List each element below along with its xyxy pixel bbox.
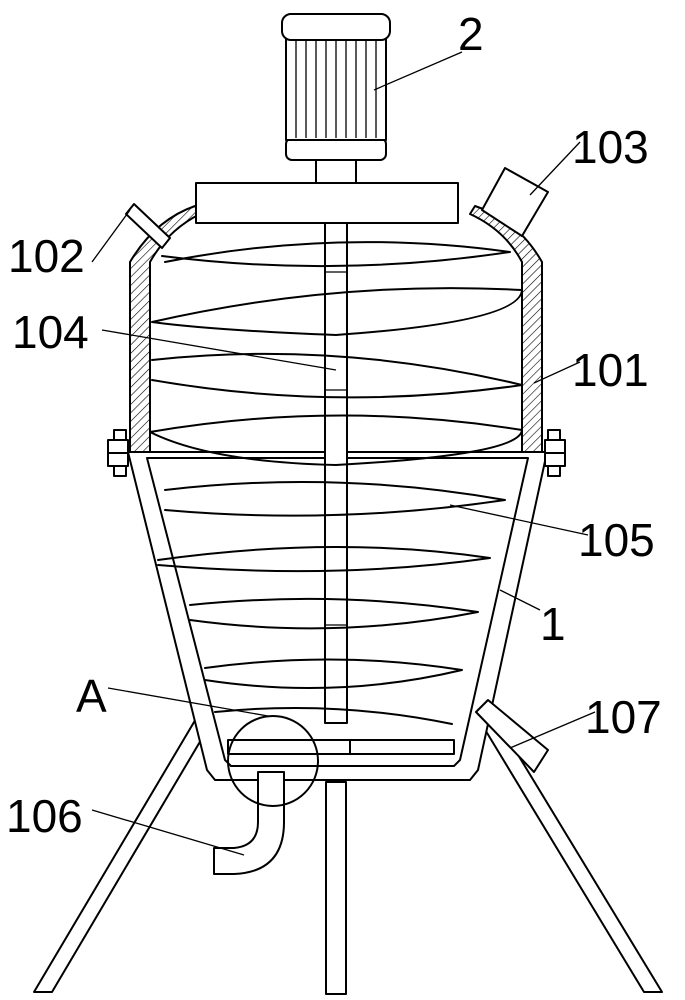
right-leg (477, 711, 663, 993)
label-motor: 2 (458, 8, 484, 60)
leader-helical-blade (449, 504, 589, 536)
leader-lower-shell (499, 589, 541, 611)
flange-bolt-left (107, 429, 129, 477)
support-legs (33, 711, 663, 995)
leader-discharge-right (509, 711, 596, 749)
lower-shell-inner (146, 457, 529, 767)
inlet-port-left (125, 203, 171, 249)
flange-bolt-right (544, 429, 566, 477)
motor-base (285, 137, 387, 161)
motor-cap (281, 13, 391, 41)
left-leg (33, 711, 215, 993)
inlet-port-right (481, 167, 549, 237)
label-discharge-left: 106 (6, 790, 83, 842)
label-lower-shell: 1 (540, 598, 566, 650)
leader-motor (373, 51, 463, 91)
stirring-shaft (324, 222, 348, 724)
detail-circle-a (227, 715, 319, 807)
motor-coupling (315, 157, 357, 184)
center-leg (325, 781, 347, 995)
helical-blade (149, 241, 523, 725)
leader-lines (91, 51, 596, 856)
label-discharge-right: 107 (585, 691, 662, 743)
motor (281, 13, 391, 184)
label-upper-shell: 101 (572, 344, 649, 396)
top-cover-plate (195, 182, 459, 224)
labels: 2 103 102 104 101 105 1 A 107 106 (6, 8, 662, 842)
leader-detail-a (107, 687, 269, 717)
discharge-pipe-left (213, 771, 285, 875)
leader-port-left (91, 209, 131, 263)
label-port-top-left: 102 (8, 230, 85, 282)
leader-discharge-left (91, 809, 245, 856)
label-helical-blade: 105 (578, 514, 655, 566)
label-port-top-right: 103 (572, 121, 649, 173)
motor-fins (295, 40, 377, 138)
label-detail-a: A (76, 670, 107, 722)
bottom-plate (227, 739, 455, 755)
leader-shaft (101, 329, 337, 371)
discharge-outlet-right (475, 699, 549, 773)
leader-port-right (529, 141, 581, 196)
leader-upper-shell (533, 361, 581, 384)
label-shaft: 104 (12, 306, 89, 358)
